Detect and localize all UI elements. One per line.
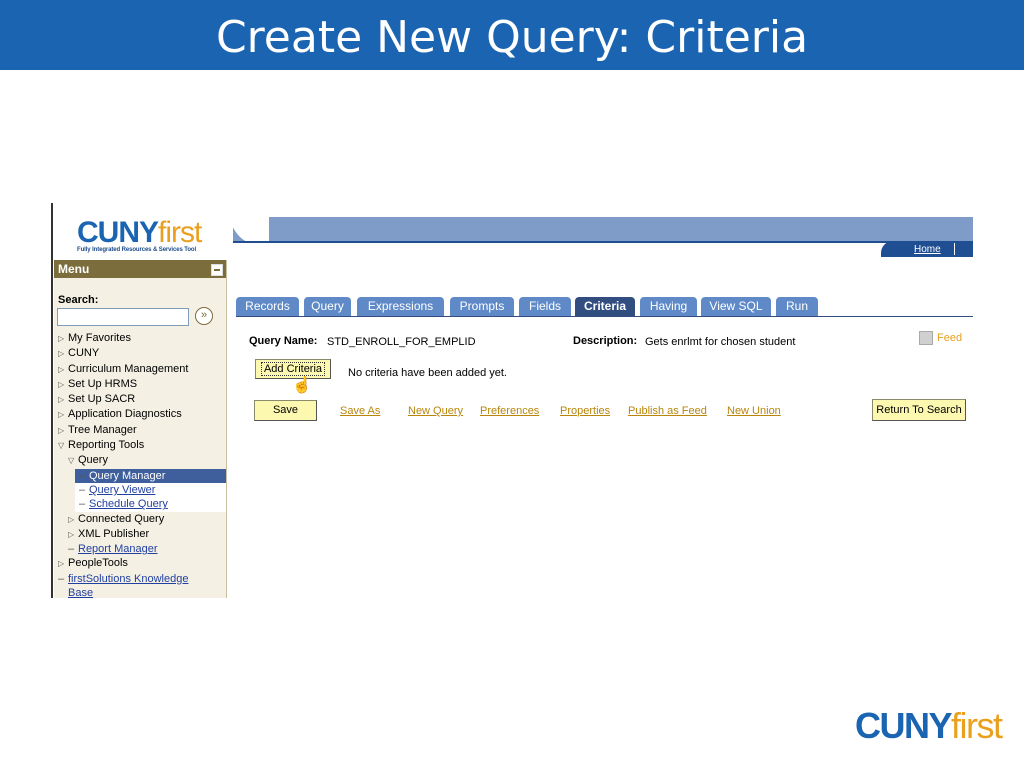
collapse-arrow-icon: ▽: [58, 441, 65, 451]
expand-arrow-icon: ▷: [58, 410, 65, 420]
expand-arrow-icon: ▷: [58, 425, 65, 435]
expand-arrow-icon: ▷: [68, 514, 75, 524]
collapse-arrow-icon: ▽: [68, 456, 75, 466]
tab-query[interactable]: Query: [304, 297, 351, 316]
no-criteria-message: No criteria have been added yet.: [348, 367, 507, 379]
description-value: Gets enrlmt for chosen student: [645, 336, 796, 348]
menu-item-set-up-sacr[interactable]: ▷Set Up SACR: [54, 392, 226, 407]
pointer-hand-icon: ☝: [292, 377, 312, 394]
slide-header: [0, 0, 1024, 70]
menu-title: Menu: [58, 262, 90, 276]
query-name-value: STD_ENROLL_FOR_EMPLID: [327, 336, 476, 348]
menu-item-query-manager[interactable]: –Query Manager: [75, 468, 226, 483]
menu-header: Menu: [54, 260, 226, 278]
menu-item-xml-publisher[interactable]: ▷XML Publisher: [54, 527, 226, 542]
return-to-search-button[interactable]: Return To Search: [872, 399, 966, 421]
menu-panel: Menu Search: » ▷My Favorites ▷CUNY ▷Curr…: [54, 260, 227, 598]
expand-arrow-icon: ▷: [58, 395, 65, 405]
properties-link[interactable]: Properties: [560, 405, 611, 417]
tab-divider: [236, 316, 973, 317]
new-union-link[interactable]: New Union: [727, 405, 781, 417]
menu-item-query-viewer[interactable]: –Query Viewer: [75, 482, 226, 498]
banner: [233, 217, 973, 241]
search-go-icon[interactable]: »: [195, 307, 213, 325]
menu-item-reporting-tools[interactable]: ▽Reporting Tools: [54, 438, 226, 453]
menu-item-tree-manager[interactable]: ▷Tree Manager: [54, 423, 226, 438]
menu-item-firstsolutions-knowledge-base-line2[interactable]: Base: [68, 587, 94, 598]
query-name-label: Query Name:: [249, 335, 318, 347]
tab-run[interactable]: Run: [776, 297, 818, 316]
tab-fields[interactable]: Fields: [519, 297, 571, 316]
logo-tagline: Fully Integrated Resources & Services To…: [77, 247, 197, 253]
publish-as-feed-link[interactable]: Publish as Feed: [628, 405, 707, 417]
menu-item-report-manager[interactable]: –Report Manager: [68, 543, 158, 556]
tab-prompts[interactable]: Prompts: [450, 297, 514, 316]
tab-expressions[interactable]: Expressions: [357, 297, 444, 316]
save-button[interactable]: Save: [254, 400, 317, 421]
tab-view-sql[interactable]: View SQL: [701, 297, 771, 316]
home-link[interactable]: Home: [914, 244, 941, 255]
new-query-link[interactable]: New Query: [408, 405, 464, 417]
menu-item-connected-query[interactable]: ▷Connected Query: [54, 512, 226, 527]
save-as-link[interactable]: Save As: [340, 405, 381, 417]
menu-item-curriculum-management[interactable]: ▷Curriculum Management: [54, 362, 226, 377]
feed-icon: [919, 331, 933, 345]
search-label: Search:: [58, 294, 99, 306]
app-logo: CUNYfirst Fully Integrated Resources & S…: [77, 216, 202, 254]
feed-link[interactable]: Feed: [919, 331, 962, 345]
menu-item-application-diagnostics[interactable]: ▷Application Diagnostics: [54, 407, 226, 422]
slide-title: Create New Query: Criteria: [215, 12, 809, 63]
footer-logo: CUNYfirst: [855, 705, 1003, 746]
search-input[interactable]: [57, 308, 189, 326]
collapse-icon[interactable]: [211, 264, 223, 276]
add-criteria-button[interactable]: Add Criteria: [255, 359, 331, 379]
menu-item-peopletools[interactable]: ▷PeopleTools: [54, 556, 226, 571]
expand-arrow-icon: ▷: [58, 364, 65, 374]
menu-item-firstsolutions-knowledge-base[interactable]: –firstSolutions Knowledge: [58, 572, 189, 585]
menu-list: ▷My Favorites ▷CUNY ▷Curriculum Manageme…: [54, 331, 226, 598]
menu-item-my-favorites[interactable]: ▷My Favorites: [54, 331, 226, 346]
app-screenshot: CUNYfirst Fully Integrated Resources & S…: [51, 203, 973, 598]
tab-criteria[interactable]: Criteria: [575, 297, 635, 316]
menu-item-query[interactable]: ▽Query: [54, 453, 226, 468]
expand-arrow-icon: ▷: [58, 349, 65, 359]
tab-records[interactable]: Records: [236, 297, 299, 316]
description-label: Description:: [573, 335, 638, 347]
preferences-link[interactable]: Preferences: [480, 405, 540, 417]
tab-having[interactable]: Having: [640, 297, 697, 316]
menu-item-set-up-hrms[interactable]: ▷Set Up HRMS: [54, 377, 226, 392]
expand-arrow-icon: ▷: [58, 334, 65, 343]
expand-arrow-icon: ▷: [68, 529, 75, 539]
menu-item-schedule-query[interactable]: –Schedule Query: [75, 497, 226, 512]
expand-arrow-icon: ▷: [58, 379, 65, 389]
menu-item-cuny[interactable]: ▷CUNY: [54, 346, 226, 361]
expand-arrow-icon: ▷: [58, 559, 65, 569]
